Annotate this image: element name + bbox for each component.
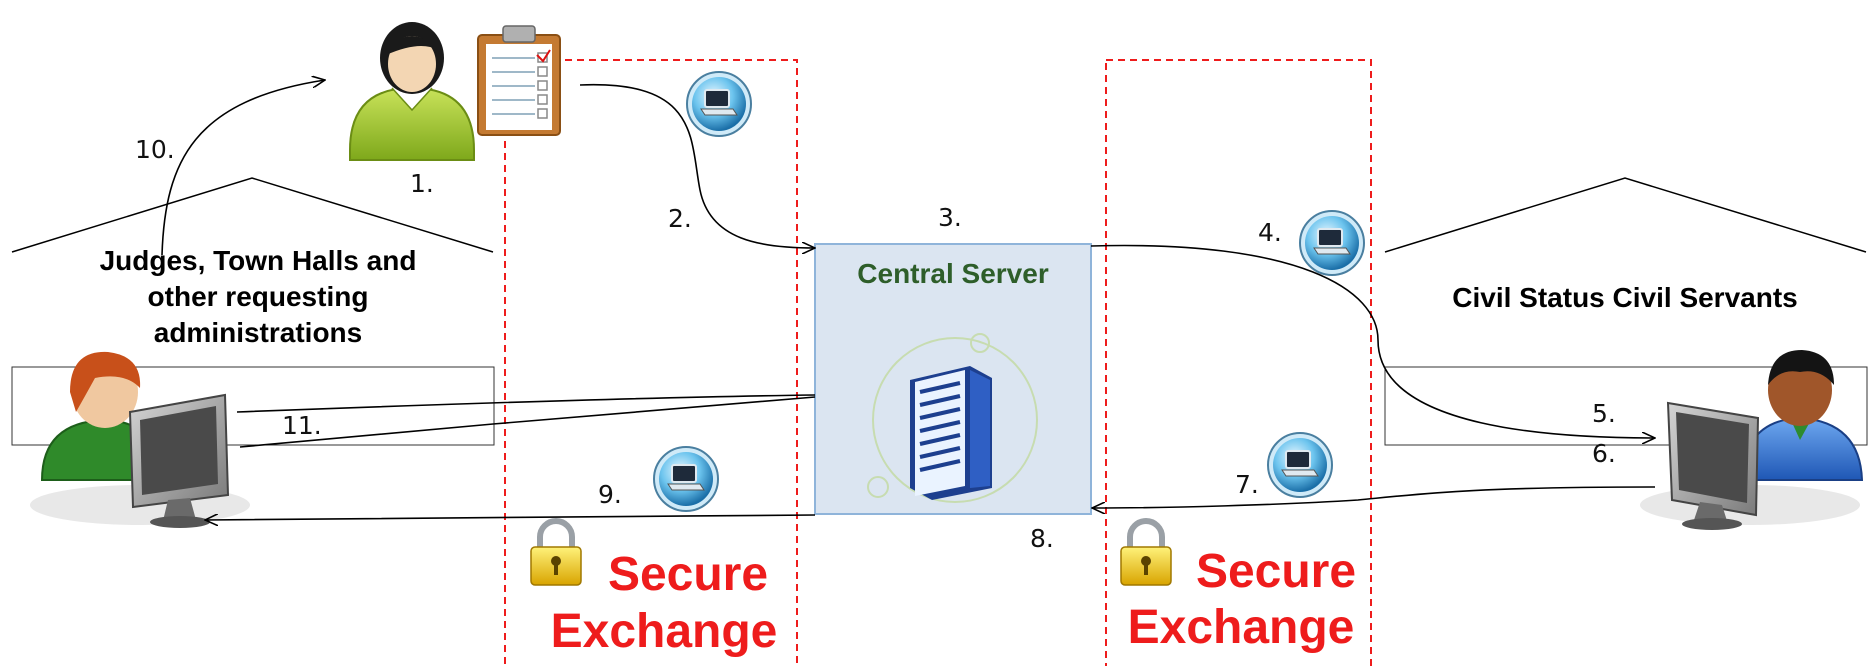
central-server-title: Central Server [857,258,1049,289]
citizen-person-icon [349,22,475,161]
line-requester-to-server-lower [239,396,816,448]
secure-zone-right-line-2: Exchange [1128,601,1355,654]
network-laptop-icon-4 [653,446,719,512]
step-label-8: 8. [1030,524,1054,553]
arrow-civil-servant-to-server [1092,486,1656,508]
step-label-3: 3. [938,203,962,232]
arrow-server-to-civil-servant [1090,244,1655,438]
step-label-9: 9. [598,480,622,509]
step-label-2: 2. [668,204,692,233]
arrow-form-to-server [579,84,815,248]
step-label-7: 7. [1235,470,1259,499]
network-laptop-icon-3 [1267,432,1333,498]
left-building-base [11,366,495,446]
arrow-server-to-requester [205,515,816,520]
left-workstation-icon [30,351,250,528]
right-group-label: Civil Status Civil Servants [1452,282,1797,313]
padlock-icon-left [531,521,581,585]
left-group-label-line-3: administrations [154,317,362,348]
left-group-label-line-2: other requesting [148,281,369,312]
network-laptop-icon-2 [1299,210,1365,276]
secure-zone-left [504,59,798,666]
step-label-5: 5. [1592,399,1616,428]
step-label-4: 4. [1258,218,1282,247]
right-building-roof [1384,177,1867,253]
line-requester-to-server-upper [236,394,816,413]
step-label-10: 10. [135,135,175,164]
network-laptop-icon-1 [686,71,752,137]
padlock-icon-right [1121,521,1171,585]
step-label-11: 11. [282,411,322,440]
arrow-requester-to-citizen [161,80,325,256]
right-workstation-icon [1640,350,1864,530]
secure-zone-right-line-1: Secure [1196,545,1356,598]
step-label-1: 1. [410,169,434,198]
server-rack-icon [867,333,1038,503]
secure-zone-left-line-1: Secure [608,548,768,601]
clipboard-form-icon [477,25,561,136]
secure-zone-left-line-2: Exchange [551,605,778,658]
secure-zone-right [1105,59,1372,666]
right-building-base [1384,366,1868,446]
step-label-6: 6. [1592,439,1616,468]
left-group-label-line-1: Judges, Town Halls and [100,245,417,276]
left-building-roof [11,177,494,253]
